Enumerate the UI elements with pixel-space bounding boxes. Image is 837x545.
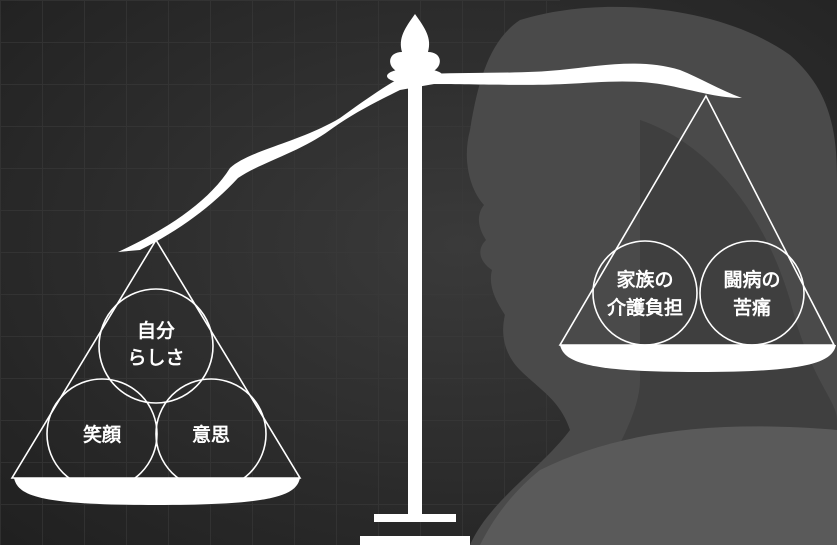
scale-beam: [118, 63, 742, 252]
circle-ishi: [155, 378, 267, 490]
left-pan: 自分 らしさ 笑顔 意思: [10, 238, 302, 505]
circle-jibun-rashisa: [98, 288, 214, 404]
circle-kazoku-kaigo: [592, 240, 698, 346]
label-jibun: 自分: [137, 319, 175, 342]
scale-pole: [408, 78, 422, 518]
circle-tobyo-kutsu: [699, 240, 805, 346]
scale-base-top: [374, 514, 456, 522]
label-kaigo-futan: 介護負担: [606, 296, 683, 319]
scale-base-bottom: [360, 536, 470, 545]
elderly-man-silhouette: [466, 6, 837, 545]
label-tobyo-no: 闘病の: [723, 268, 780, 291]
right-pan: 家族の 介護負担 闘病の 苦痛: [558, 94, 836, 372]
label-egao: 笑顔: [83, 423, 122, 446]
circle-egao: [46, 378, 158, 490]
label-kazoku-no: 家族の: [616, 268, 673, 291]
label-rashisa: らしさ: [127, 347, 184, 369]
label-ishi: 意思: [192, 423, 230, 446]
label-kutsu: 苦痛: [733, 296, 771, 319]
shoji-grid-texture: [0, 0, 560, 545]
